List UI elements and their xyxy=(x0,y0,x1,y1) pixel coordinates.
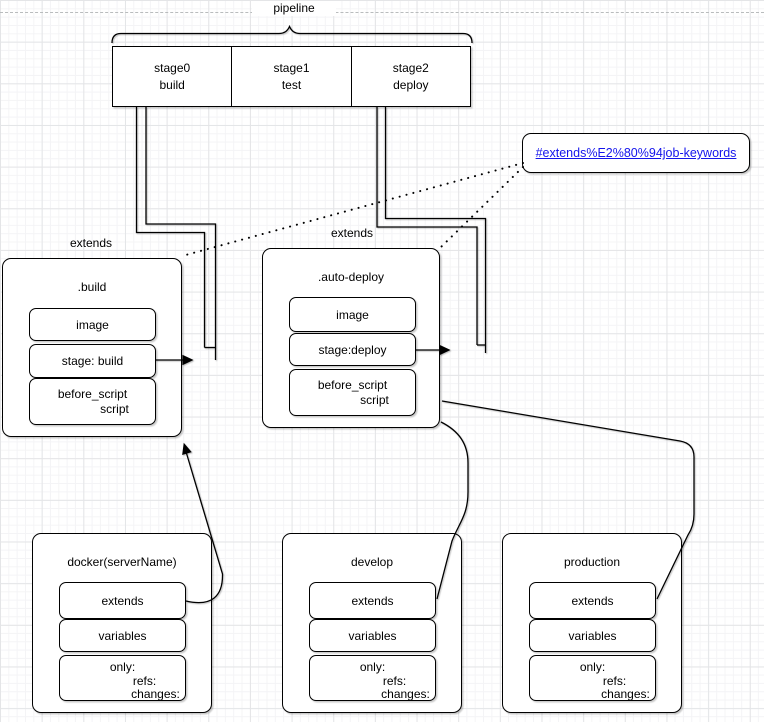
pipeline-brace[interactable] xyxy=(111,24,473,44)
cell-scripts[interactable]: before_script script xyxy=(29,378,156,425)
template-title: .auto-deploy xyxy=(317,270,385,284)
job-title: production xyxy=(563,555,621,569)
stage-role: deploy xyxy=(393,77,429,92)
before-script-line: before_script xyxy=(57,386,128,401)
stage-role: build xyxy=(159,77,185,92)
template-title: .build xyxy=(77,280,107,294)
stage-role: test xyxy=(281,77,302,92)
stage-cell-test[interactable]: stage1 test xyxy=(231,47,350,106)
job-box-production[interactable]: production extends variables only: refs:… xyxy=(502,533,682,713)
only-line: only: xyxy=(359,660,386,674)
cell-variables[interactable]: variables xyxy=(59,619,186,652)
stage-name: stage1 xyxy=(273,60,310,75)
only-line: only: xyxy=(109,660,136,674)
stage-name: stage2 xyxy=(392,60,429,75)
dotted-link-to-auto-deploy-extends[interactable] xyxy=(440,166,524,248)
changes-line: changes: xyxy=(601,687,650,701)
stage-cell-deploy[interactable]: stage2 deploy xyxy=(350,47,470,106)
cell-only[interactable]: only: refs: changes: xyxy=(309,655,436,701)
stage-name: stage0 xyxy=(154,60,191,75)
cell-variables[interactable]: variables xyxy=(529,619,656,652)
extends-keyword-link[interactable]: #extends%E2%80%94job-keywords xyxy=(535,146,737,160)
refs-line: refs: xyxy=(602,673,627,688)
changes-line: changes: xyxy=(381,687,430,701)
cell-extends[interactable]: extends xyxy=(529,582,656,619)
job-box-docker[interactable]: docker(serverName) extends variables onl… xyxy=(32,533,212,713)
cell-only[interactable]: only: refs: changes: xyxy=(59,655,186,701)
cell-variables[interactable]: variables xyxy=(309,619,436,652)
before-script-line: before_script xyxy=(317,377,388,392)
dotted-link-to-build-extends[interactable] xyxy=(181,162,524,257)
template-box-auto-deploy[interactable]: .auto-deploy image stage:deploy before_s… xyxy=(262,248,440,428)
cell-scripts[interactable]: before_script script xyxy=(289,369,416,416)
cell-stage[interactable]: stage:deploy xyxy=(289,333,416,366)
cell-image[interactable]: image xyxy=(29,308,156,341)
doc-link-box[interactable]: #extends%E2%80%94job-keywords xyxy=(522,133,750,173)
extends-label-build: extends xyxy=(69,236,113,250)
cell-stage[interactable]: stage: build xyxy=(29,344,156,378)
cell-image[interactable]: image xyxy=(289,297,416,332)
pipeline-label: pipeline xyxy=(252,1,336,16)
job-title: develop xyxy=(350,555,394,569)
stage-cell-build[interactable]: stage0 build xyxy=(113,47,231,106)
page-boundary-dashed-line xyxy=(0,12,764,13)
cell-extends[interactable]: extends xyxy=(309,582,436,619)
script-line: script xyxy=(360,392,389,407)
refs-line: refs: xyxy=(382,673,407,688)
changes-line: changes: xyxy=(131,687,180,701)
extends-label-auto-deploy: extends xyxy=(330,226,374,240)
job-box-develop[interactable]: develop extends variables only: refs: ch… xyxy=(282,533,462,713)
script-line: script xyxy=(100,401,129,416)
job-title: docker(serverName) xyxy=(67,555,177,569)
template-box-build[interactable]: .build image stage: build before_script … xyxy=(2,258,182,437)
cell-extends[interactable]: extends xyxy=(59,582,186,619)
pipeline-stages-box[interactable]: stage0 build stage1 test stage2 deploy xyxy=(112,46,471,107)
cell-only[interactable]: only: refs: changes: xyxy=(529,655,656,701)
only-line: only: xyxy=(579,660,606,674)
refs-line: refs: xyxy=(132,673,157,688)
